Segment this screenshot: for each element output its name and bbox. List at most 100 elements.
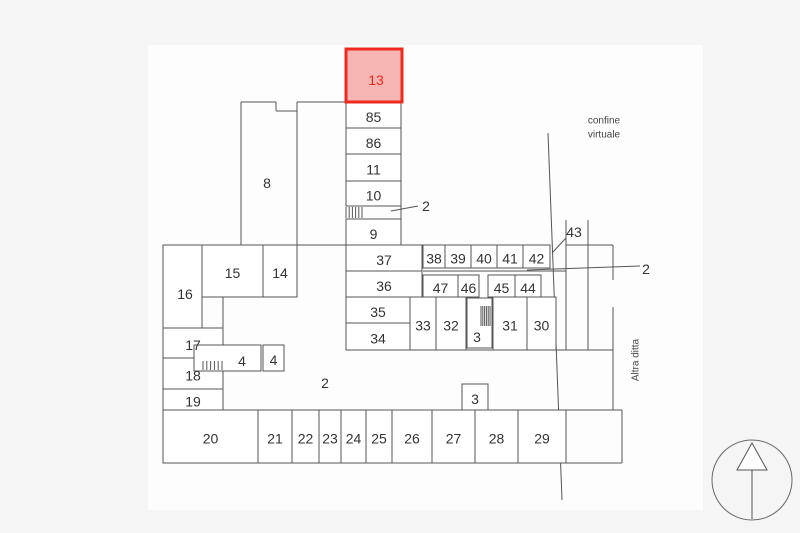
room-label: 21 (267, 431, 283, 447)
room-label: 44 (520, 280, 536, 296)
room-21[interactable] (257, 409, 293, 464)
room-label: 26 (404, 431, 420, 447)
room-label: 3 (471, 391, 479, 407)
room-label: 20 (203, 431, 219, 447)
room-outline (262, 344, 285, 372)
room-label: 9 (370, 226, 378, 242)
room-label: 85 (366, 109, 382, 125)
room-label: 46 (461, 280, 477, 296)
stairs-icon (202, 361, 223, 370)
boundary-label-1: confine (588, 116, 621, 127)
room-label: 22 (298, 431, 314, 447)
room-44[interactable] (514, 274, 542, 298)
room-label: 17 (185, 337, 201, 353)
unit-13-label: 13 (368, 72, 384, 88)
wall-line (390, 205, 419, 212)
room-label: 38 (426, 251, 442, 267)
room-outline (345, 322, 411, 351)
room-outline (257, 409, 293, 464)
room-25[interactable] (365, 409, 393, 464)
room-outline (461, 383, 489, 411)
room-outline (431, 409, 476, 464)
room-3[interactable] (461, 383, 489, 411)
room-42[interactable] (522, 244, 551, 269)
unit-13-highlight[interactable]: 13 (344, 47, 404, 104)
neighbor-label: Altra ditta (631, 338, 642, 381)
room-label: 27 (446, 431, 462, 447)
stairs-icon (480, 306, 491, 326)
room-label: 23 (322, 431, 338, 447)
room-outline (162, 409, 259, 464)
stairs-icon (345, 207, 363, 218)
room-label: 16 (177, 286, 193, 302)
room-outline (345, 180, 402, 207)
common-area-label: 2 (642, 261, 650, 277)
room-label: 33 (415, 318, 431, 334)
room-label: 40 (476, 251, 492, 267)
annotation-43: 43 (566, 224, 582, 240)
room-label: 4 (238, 353, 246, 369)
room-label: 24 (346, 431, 362, 447)
room-label: 32 (443, 318, 459, 334)
room-outline (514, 274, 542, 298)
room-outline (474, 409, 519, 464)
room-outline (262, 244, 298, 298)
room-outline (345, 244, 423, 272)
room-20[interactable] (162, 409, 259, 464)
room-label: 86 (366, 135, 382, 151)
room-86[interactable] (345, 127, 402, 155)
room-outline (345, 153, 402, 182)
room-outline (345, 270, 423, 298)
room-outline (345, 296, 411, 324)
room-34[interactable] (345, 322, 411, 351)
room-label: 29 (534, 431, 550, 447)
room-9[interactable] (345, 218, 402, 246)
room-label: 41 (502, 251, 518, 267)
compass-north-icon (711, 439, 793, 521)
room-4[interactable] (193, 344, 262, 372)
room-label: 30 (534, 318, 550, 334)
room-label: 47 (433, 280, 449, 296)
room-label: 45 (494, 280, 510, 296)
room-label: 39 (450, 251, 466, 267)
room-11[interactable] (345, 153, 402, 182)
room-outline (291, 409, 320, 464)
boundary-label-2: virtuale (588, 130, 621, 141)
room-label: 11 (366, 162, 381, 178)
room-outline (345, 127, 402, 155)
room-16[interactable] (162, 244, 203, 329)
room-35[interactable] (345, 296, 411, 324)
room-37[interactable] (345, 244, 423, 272)
room-label: 15 (225, 265, 241, 281)
room-label: 14 (272, 265, 288, 281)
common-area-label: 2 (321, 375, 329, 391)
room-label: 36 (376, 278, 392, 294)
room-label: 4 (270, 352, 278, 368)
room-outline (162, 244, 203, 329)
room-label: 42 (529, 251, 545, 267)
room-10[interactable] (345, 180, 402, 207)
room-36[interactable] (345, 270, 423, 298)
room-27[interactable] (431, 409, 476, 464)
room-24[interactable] (340, 409, 367, 464)
room-4[interactable] (262, 344, 285, 372)
room-label: 10 (366, 188, 382, 204)
room-label: 19 (185, 394, 201, 410)
room-46[interactable] (457, 274, 480, 298)
room-outline (340, 409, 367, 464)
room-22[interactable] (291, 409, 320, 464)
room-outline (457, 274, 480, 298)
room-label: 35 (370, 304, 386, 320)
common-area-label: 2 (422, 198, 430, 214)
room-outline (193, 344, 262, 372)
room-label: 37 (376, 252, 392, 268)
room-label: 3 (473, 329, 481, 345)
room-28[interactable] (474, 409, 519, 464)
wall-line (551, 237, 567, 254)
room-32[interactable] (435, 296, 467, 351)
room-label: 18 (185, 368, 201, 384)
room-label: 8 (263, 175, 271, 191)
room-29[interactable] (517, 409, 567, 464)
room-14[interactable] (262, 244, 298, 298)
